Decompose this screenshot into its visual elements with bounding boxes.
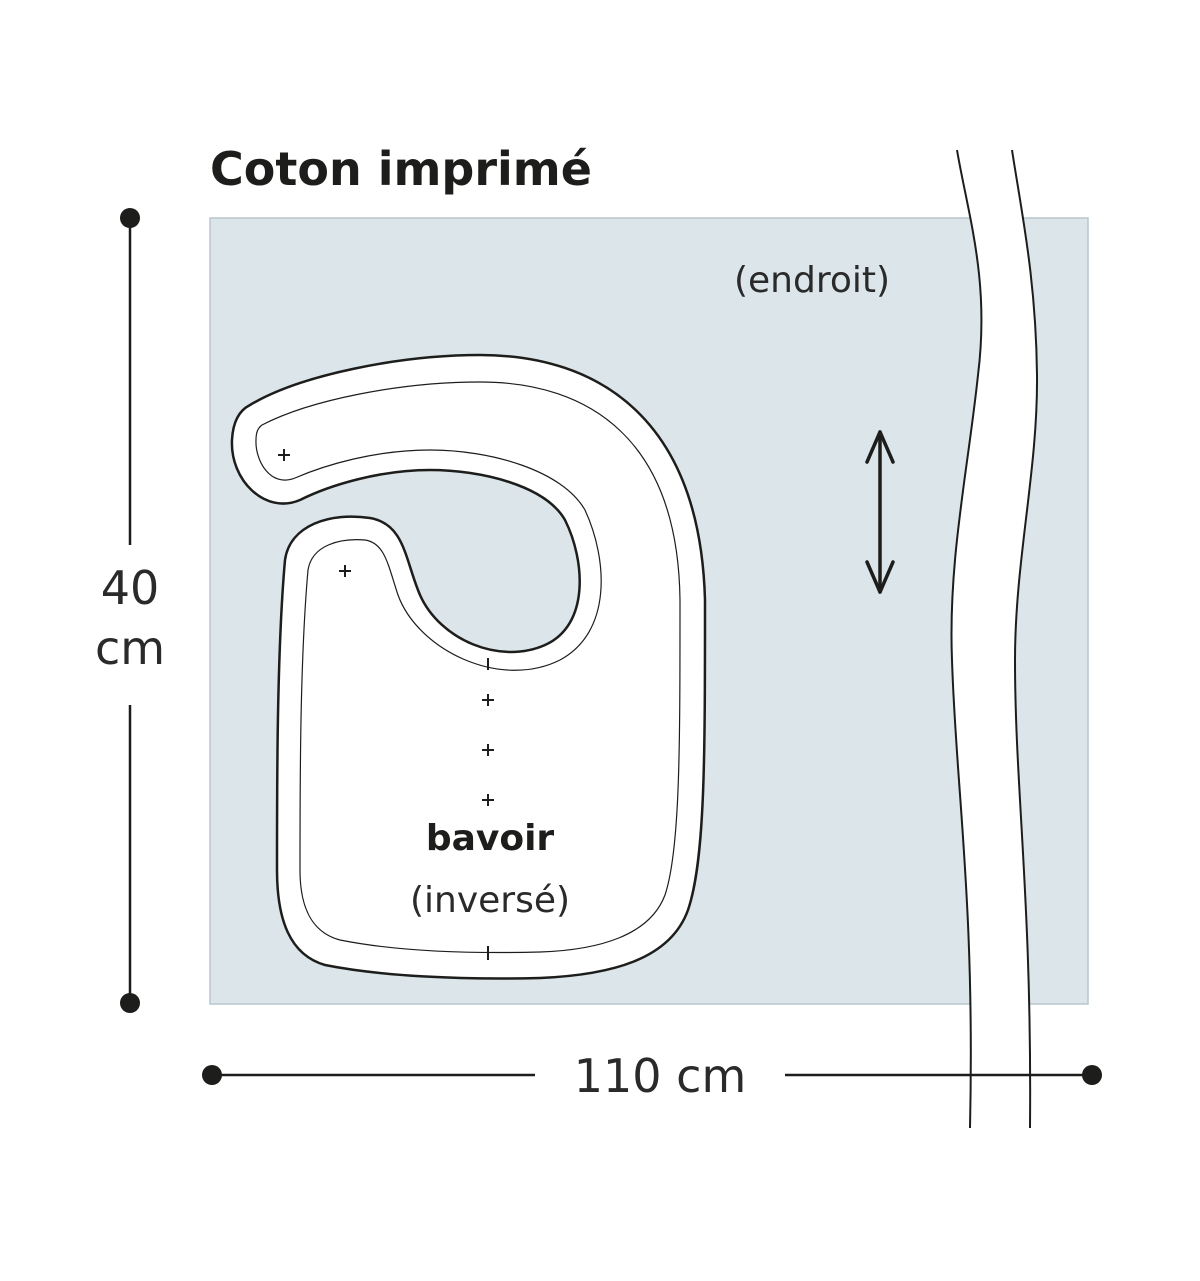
dimension-endpoint xyxy=(202,1065,222,1085)
center-line-markers xyxy=(482,658,494,960)
diagram-title: Coton imprimé xyxy=(210,142,592,196)
bib-cutting-line xyxy=(230,353,707,980)
width-dimension: 110 cm xyxy=(202,1049,1102,1103)
fabric-break-icon xyxy=(950,149,1039,1129)
dimension-endpoint xyxy=(120,993,140,1013)
height-value: 40 xyxy=(101,561,160,615)
snap-marker-icon xyxy=(278,449,290,461)
dimension-endpoint xyxy=(1082,1065,1102,1085)
height-unit: cm xyxy=(95,621,165,675)
snap-marker-icon xyxy=(339,565,351,577)
piece-name: bavoir xyxy=(426,818,555,859)
bib-pattern-piece: bavoir (inversé) xyxy=(230,353,707,980)
piece-note: (inversé) xyxy=(410,880,570,921)
bib-seam-line xyxy=(255,381,681,954)
grainline-arrow-icon xyxy=(865,430,895,594)
fabric-side-label: (endroit) xyxy=(734,260,890,301)
width-label: 110 cm xyxy=(574,1049,747,1103)
dimension-endpoint xyxy=(120,208,140,228)
height-dimension: 40 cm xyxy=(95,208,165,1013)
